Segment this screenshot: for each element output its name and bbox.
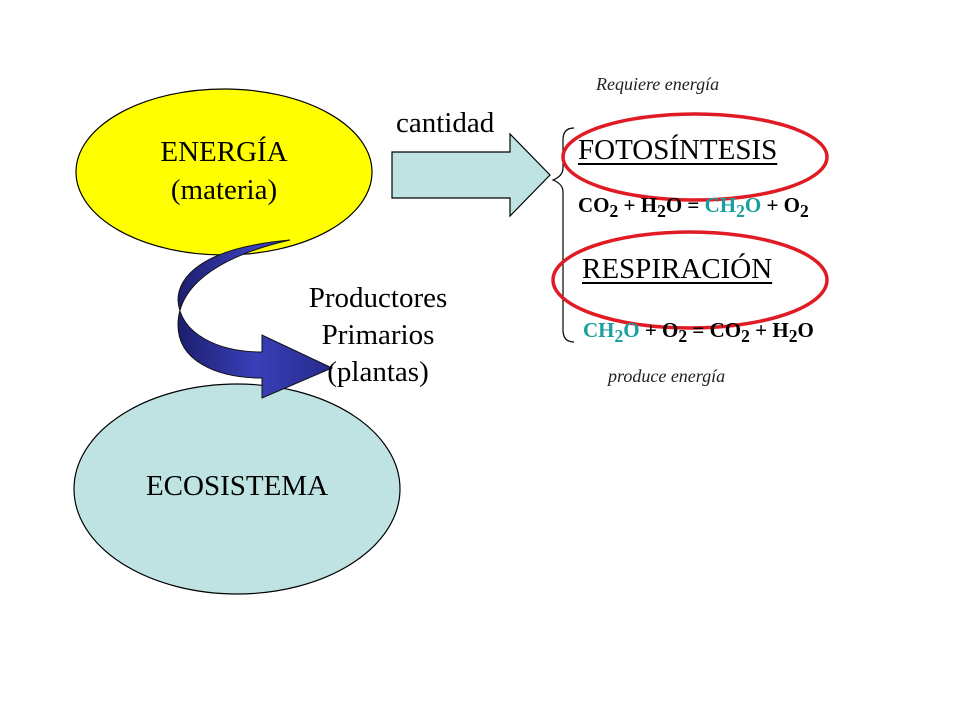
fotosintesis-title: FOTOSÍNTESIS	[578, 134, 778, 166]
fotosintesis-equation: CO2 + H2O = CH2O + O2	[578, 193, 809, 222]
productores-line3: (plantas)	[327, 356, 429, 388]
productores-line2: Primarios	[321, 319, 435, 351]
energia-line2: (materia)	[170, 174, 278, 206]
ecosistema-ellipse	[73, 383, 401, 595]
eq2-co-sub: 2	[741, 326, 750, 347]
productores-label: Productores Primarios (plantas)	[288, 280, 468, 391]
eq2-equals-co: = CO	[687, 318, 742, 342]
cantidad-label: cantidad	[396, 107, 495, 139]
energia-line1: ENERGÍA	[160, 136, 288, 168]
eq2-ch-sub: 2	[614, 326, 624, 347]
brace	[551, 127, 575, 343]
requiere-energia-label: Requiere energía	[596, 74, 720, 94]
eq2-h-o: O	[797, 318, 814, 342]
eq1-h-sub: 2	[657, 201, 666, 222]
cantidad-arrow	[391, 132, 551, 218]
respiracion-title: RESPIRACIÓN	[582, 253, 773, 285]
eq1-ch-sub: 2	[736, 201, 745, 222]
eq2-ch: CH	[583, 318, 615, 342]
eq2-plus-o: + O	[639, 318, 679, 342]
eq1-co: CO	[578, 193, 610, 217]
produce-energia-label: produce energía	[608, 366, 726, 386]
respiracion-highlight-oval	[551, 230, 829, 330]
productores-line1: Productores	[308, 282, 448, 314]
eq1-co-sub: 2	[609, 201, 619, 222]
eq1-ch-o: O	[744, 193, 762, 217]
fotosintesis-highlight-oval	[561, 112, 829, 202]
ecosistema-label: ECOSISTEMA	[145, 470, 329, 502]
eq1-o-sub: 2	[800, 201, 809, 222]
eq2-h-sub: 2	[788, 326, 798, 347]
eq1-o-equals: O =	[665, 193, 705, 217]
eq2-ch-o: O	[623, 318, 640, 342]
eq2-plus-h: + H	[749, 318, 789, 342]
energia-label: ENERGÍA (materia)	[124, 133, 324, 209]
eq2-o-sub: 2	[678, 326, 688, 347]
respiracion-equation: CH2O + O2 = CO2 + H2O	[583, 318, 814, 347]
eq1-ch: CH	[704, 193, 737, 217]
curved-arrow	[177, 239, 334, 399]
eq1-plus-o: + O	[761, 193, 801, 217]
eq1-plus-h: + H	[618, 193, 658, 217]
